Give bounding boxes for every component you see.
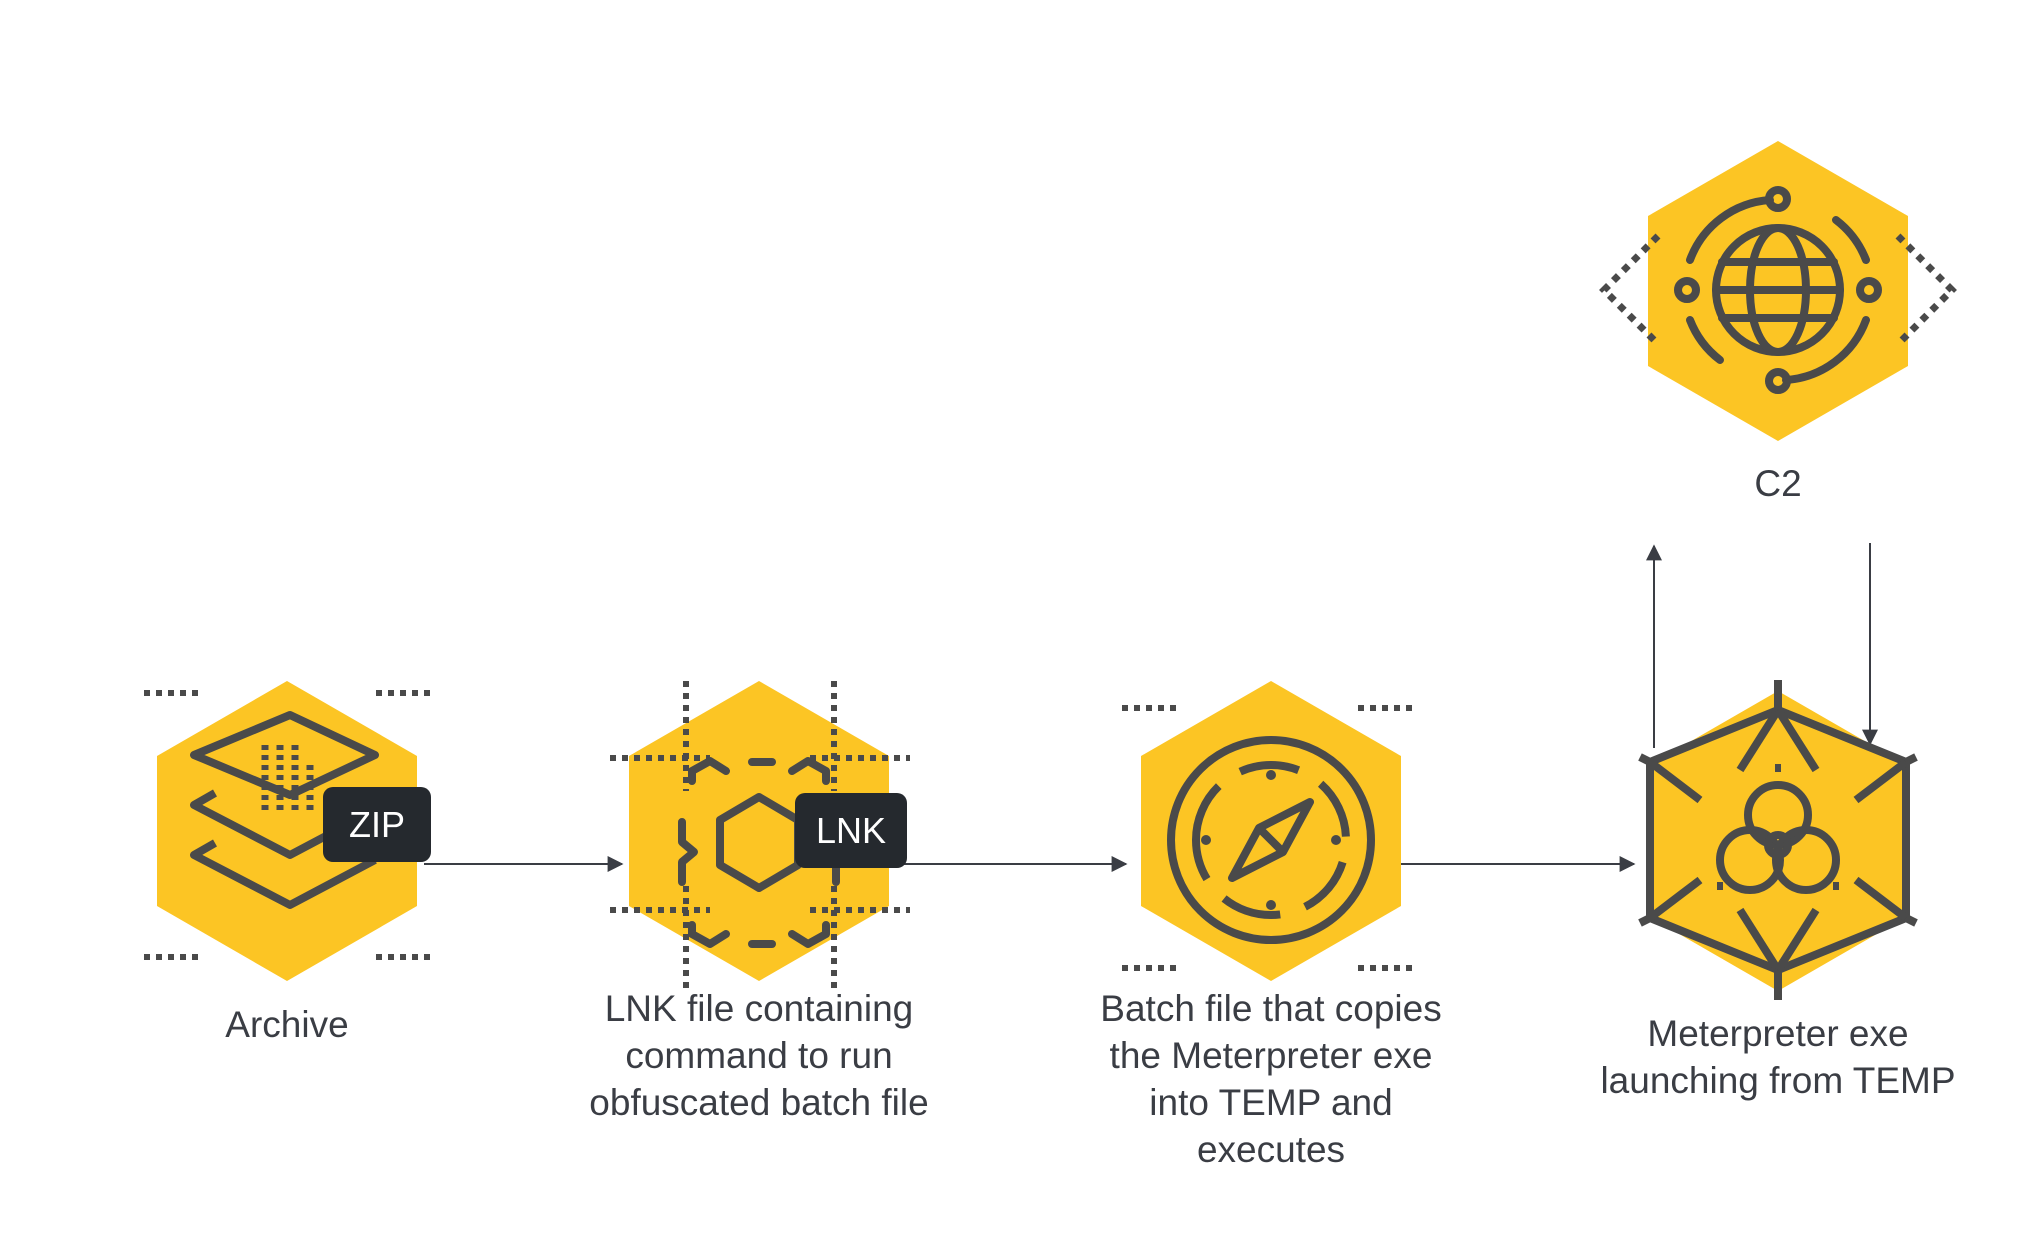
node-meterpreter [1638,680,1918,1000]
node-label-lnk: LNK file containing command to run obfus… [549,985,969,1126]
file-type-badge: LNK [795,793,907,868]
node-c2 [1599,141,1957,441]
node-label-batch: Batch file that copies the Meterpreter e… [1061,985,1481,1173]
label-line: command to run [625,1035,893,1076]
badge-label: ZIP [349,804,405,845]
corner-dots [144,690,432,960]
label-line: Archive [225,1004,349,1045]
globe-network-icon [1674,186,1882,394]
badge-label: LNK [816,810,886,851]
diamond-dashed-frame [1599,233,1957,347]
hexagon-shape [157,681,417,981]
node-label-c2: C2 [1678,460,1878,507]
label-line: C2 [1754,463,1802,504]
crop-marks [610,681,910,990]
web-frame-icon [1638,680,1918,1000]
node-label-archive: Archive [187,1001,387,1048]
hexagon-shape [1141,681,1401,981]
biohazard-icon [1716,764,1840,894]
label-line: Meterpreter exe [1647,1013,1909,1054]
node-lnk: LNK [610,681,910,990]
label-line: launching from TEMP [1600,1060,1956,1101]
label-line: executes [1196,1129,1346,1170]
label-line: obfuscated batch file [589,1082,929,1123]
node-archive: ZIP [144,681,432,981]
label-line: Batch file that copies [1100,988,1442,1029]
node-batch [1122,681,1416,981]
label-line: the Meterpreter exe [1109,1035,1433,1076]
node-label-meterpreter: Meterpreter exe launching from TEMP [1568,1010,1988,1104]
file-type-badge: ZIP [323,787,431,862]
compass-icon [1167,736,1375,944]
label-line: into TEMP and [1149,1082,1393,1123]
label-line: LNK file containing [604,988,914,1029]
corner-dots [1122,705,1416,971]
